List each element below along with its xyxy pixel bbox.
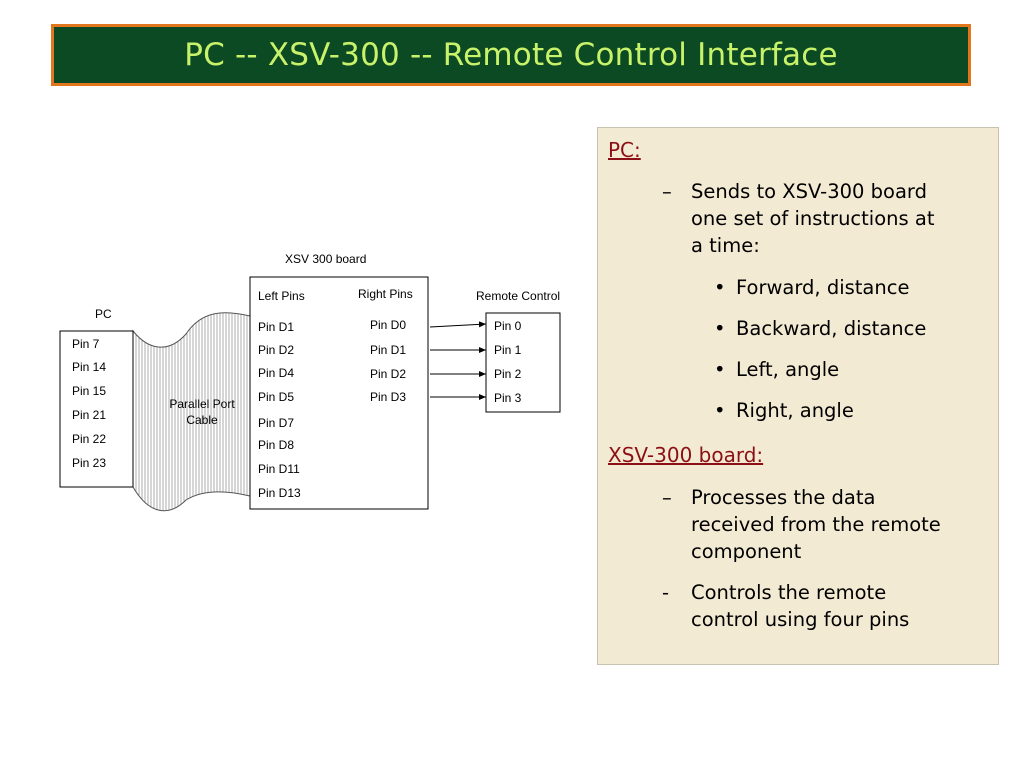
bullet-marker: • [714, 276, 726, 299]
pc-pin: Pin 15 [72, 384, 106, 398]
dash-marker: - [662, 581, 670, 604]
bullet-marker: • [714, 358, 726, 381]
board-right-pin: Pin D1 [370, 343, 406, 357]
pc-pin-list: Pin 7 Pin 14 Pin 15 Pin 21 Pin 22 Pin 23 [72, 337, 106, 470]
left-pins-header: Left Pins [258, 289, 305, 303]
pc-pin: Pin 14 [72, 360, 106, 374]
remote-pin: Pin 2 [494, 367, 522, 381]
board-item-line: Controls the remote [691, 581, 887, 604]
right-pins-header: Right Pins [358, 287, 413, 301]
connection-arrow [429, 321, 487, 328]
cable-label-line-2: Cable [186, 413, 218, 427]
pc-item-line: a time: [691, 234, 760, 257]
pc-bullet-item: Forward, distance [736, 276, 910, 299]
board-item-line: component [691, 540, 802, 563]
board-left-pin: Pin D4 [258, 366, 294, 380]
pc-bullet-item: Left, angle [736, 358, 840, 381]
pc-pin: Pin 22 [72, 432, 106, 446]
remote-control-label: Remote Control [476, 289, 560, 303]
pc-bullet-item: Backward, distance [736, 317, 927, 340]
pc-heading: PC: [608, 138, 641, 162]
remote-pin: Pin 1 [494, 343, 522, 357]
board-item-line: received from the remote [691, 513, 941, 536]
pc-box [59, 330, 134, 488]
remote-control-box [485, 312, 561, 413]
title-bar: PC -- XSV-300 -- Remote Control Interfac… [51, 24, 971, 86]
remote-pin-list: Pin 0 Pin 1 Pin 2 Pin 3 [494, 319, 522, 405]
pc-label: PC [95, 307, 112, 321]
board-left-pin: Pin D1 [258, 320, 294, 334]
board-left-pin: Pin D2 [258, 343, 294, 357]
bullet-marker: • [714, 399, 726, 422]
interface-diagram: PC Pin 7 Pin 14 Pin 15 Pin 21 Pin 22 Pin… [59, 252, 561, 512]
board-right-pin: Pin D3 [370, 390, 406, 404]
board-left-pin: Pin D8 [258, 438, 294, 452]
pc-item-line: Sends to XSV-300 board [691, 180, 927, 203]
board-item-line: control using four pins [691, 608, 910, 631]
dash-marker: – [662, 180, 672, 203]
board-left-pin-list: Pin D1 Pin D2 Pin D4 Pin D5 Pin D7 Pin D… [258, 320, 301, 500]
remote-pin: Pin 3 [494, 391, 522, 405]
cable-label-line-1: Parallel Port [169, 397, 235, 411]
parallel-port-cable [132, 312, 251, 512]
bullet-marker: • [714, 317, 726, 340]
board-box [249, 276, 429, 510]
board-left-pin: Pin D11 [258, 462, 300, 476]
board-item-line: Processes the data [691, 486, 876, 509]
pc-pin: Pin 23 [72, 456, 106, 470]
slide-title: PC -- XSV-300 -- Remote Control Interfac… [184, 37, 838, 73]
board-right-pin: Pin D0 [370, 318, 406, 332]
board-label: XSV 300 board [285, 252, 366, 266]
pc-pin: Pin 21 [72, 408, 106, 422]
remote-pin: Pin 0 [494, 319, 522, 333]
board-heading: XSV-300 board: [608, 443, 764, 467]
board-left-pin: Pin D7 [258, 416, 294, 430]
pc-pin: Pin 7 [72, 337, 100, 351]
dash-marker: – [662, 486, 672, 509]
description-panel: PC: – Sends to XSV-300 board one set of … [597, 127, 999, 665]
board-left-pin: Pin D5 [258, 390, 294, 404]
pc-item-line: one set of instructions at [691, 207, 935, 230]
board-right-pin: Pin D2 [370, 367, 406, 381]
board-left-pin: Pin D13 [258, 486, 301, 500]
pc-bullet-item: Right, angle [736, 399, 854, 422]
board-right-pin-list: Pin D0 Pin D1 Pin D2 Pin D3 [370, 318, 406, 404]
